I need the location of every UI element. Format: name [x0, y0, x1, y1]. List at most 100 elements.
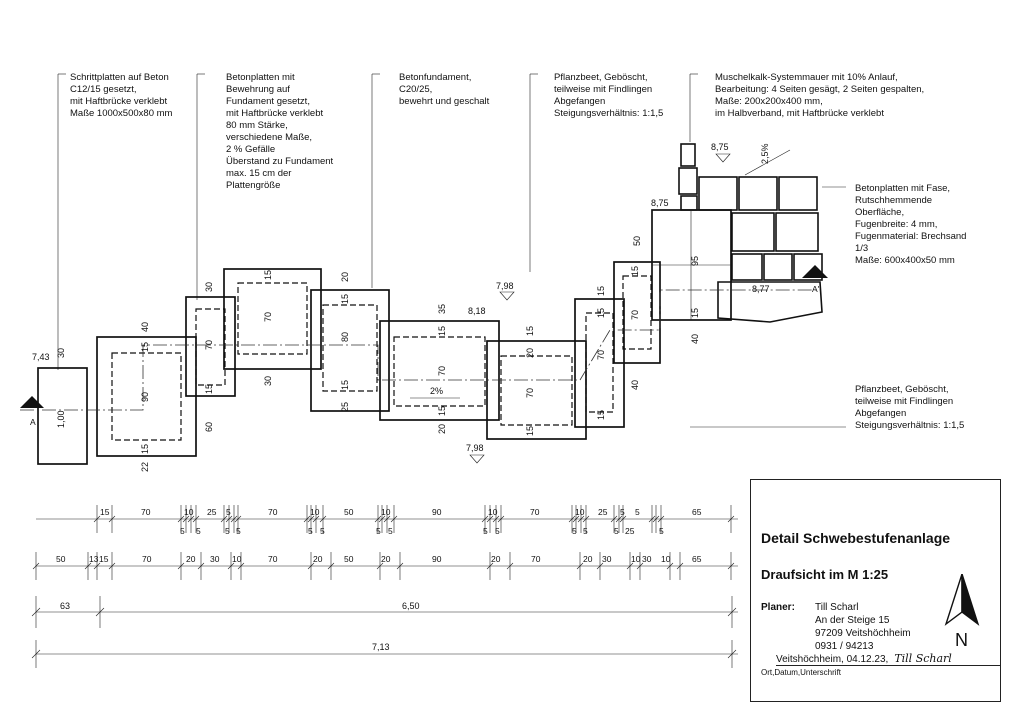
dim-chain-1-label-11: 10 — [310, 507, 320, 517]
dim-chain-1-label-14: 50 — [344, 507, 354, 517]
svg-text:Fundament gesetzt,: Fundament gesetzt, — [226, 96, 310, 107]
signature-caption: Ort,Datum,Unterschrift — [761, 668, 842, 677]
dim-chain-1-label-16: 5 — [376, 526, 381, 536]
svg-text:A: A — [30, 417, 36, 427]
signature-line — [776, 665, 1001, 666]
svg-text:max. 15 cm der: max. 15 cm der — [226, 168, 291, 179]
svg-text:Schrittplatten auf Beton: Schrittplatten auf Beton — [70, 72, 169, 83]
slab-4 — [310, 289, 390, 412]
svg-text:15: 15 — [596, 410, 606, 420]
dim-chain-1-label-23: 10 — [575, 507, 585, 517]
planer-street: An der Steige 15 — [815, 615, 890, 626]
svg-text:C20/25,: C20/25, — [399, 84, 432, 95]
svg-text:teilweise mit Findlingen: teilweise mit Findlingen — [855, 396, 953, 407]
dim-chain-2-label-10: 50 — [344, 554, 354, 564]
dim-chain-2-label-3: 15 — [99, 554, 109, 564]
dim-chain-2-label-13: 20 — [491, 554, 501, 564]
svg-text:15: 15 — [630, 266, 640, 276]
dim-chain-1-label-22: 70 — [530, 507, 540, 517]
svg-text:15: 15 — [140, 342, 150, 352]
svg-text:40: 40 — [630, 380, 640, 390]
dim-chain-2-label-16: 30 — [602, 554, 612, 564]
svg-text:15: 15 — [437, 406, 447, 416]
svg-text:im Halbverband, mit Haftbrücke: im Halbverband, mit Haftbrücke verklebt — [715, 108, 884, 119]
dim-chain-1-label-5: 5 — [196, 526, 201, 536]
platform-upper — [651, 209, 732, 321]
note-planting-bed-lower: Pflanzbeet, Geböscht, teilweise mit Find… — [855, 384, 964, 431]
dim-chain-1-label-28: 5 — [614, 526, 619, 536]
dim-chain-2-label-4: 70 — [142, 554, 152, 564]
slab-8 — [613, 261, 661, 364]
svg-text:Abgefangen: Abgefangen — [554, 96, 605, 107]
svg-text:25: 25 — [340, 402, 350, 412]
dim-chain-4: 7,13 — [31, 640, 738, 668]
dim-chain-2-label-6: 30 — [210, 554, 220, 564]
svg-text:verschiedene Maße,: verschiedene Maße, — [226, 132, 312, 143]
section-axis: A A' — [20, 265, 828, 427]
svg-text:mit Haftbrücke verklebt: mit Haftbrücke verklebt — [226, 108, 324, 119]
dim-chain-1-label-6: 25 — [207, 507, 217, 517]
dim-chain-1-label-29: 25 — [625, 526, 635, 536]
dim-chain-1-label-25: 5 — [583, 526, 588, 536]
slab-3 — [223, 268, 322, 370]
svg-text:15: 15 — [263, 270, 273, 280]
dim-chain-1-label-1: 15 — [100, 507, 110, 517]
dim-chain-2-label-15: 20 — [583, 554, 593, 564]
svg-text:7,43: 7,43 — [32, 352, 50, 362]
dim-chain-2-label-7: 10 — [232, 554, 242, 564]
svg-text:Plattengröße: Plattengröße — [226, 180, 280, 191]
svg-text:70: 70 — [204, 340, 214, 350]
svg-text:A': A' — [812, 284, 820, 294]
dim-chain-4-label: 7,13 — [372, 642, 390, 652]
note-step-plates: Schrittplatten auf Beton C12/15 gesetzt,… — [70, 72, 173, 119]
svg-text:15: 15 — [140, 444, 150, 454]
plan-dimensions: 30 1,00 40 15 90 15 22 30 70 15 60 15 70… — [56, 236, 700, 472]
svg-text:Maße: 600x400x50 mm: Maße: 600x400x50 mm — [855, 255, 955, 266]
dim-chain-2-label-5: 20 — [186, 554, 196, 564]
svg-text:7,98: 7,98 — [466, 443, 484, 453]
svg-text:20: 20 — [437, 424, 447, 434]
svg-text:Bewehrung auf: Bewehrung auf — [226, 84, 290, 95]
place-date: Veitshöchheim, 04.12.23, — [776, 654, 889, 665]
svg-text:15: 15 — [340, 380, 350, 390]
dim-chain-1-label-20: 5 — [483, 526, 488, 536]
svg-text:2%: 2% — [430, 386, 443, 396]
slab-2 — [185, 296, 236, 397]
dim-chain-1-label-15: 10 — [381, 507, 391, 517]
svg-text:15: 15 — [525, 426, 535, 436]
svg-text:Betonplatten mit: Betonplatten mit — [226, 72, 295, 83]
svg-text:80: 80 — [340, 332, 350, 342]
svg-text:1/3: 1/3 — [855, 243, 868, 254]
svg-text:22: 22 — [140, 462, 150, 472]
svg-text:Steigungsverhältnis: 1:1,5: Steigungsverhältnis: 1:1,5 — [554, 108, 663, 119]
svg-text:90: 90 — [140, 392, 150, 402]
slab-6 — [486, 340, 587, 440]
dim-chain-1-label-30: 5 — [635, 507, 640, 517]
svg-text:bewehrt und geschalt: bewehrt und geschalt — [399, 96, 490, 107]
dim-chain-2-label-14: 70 — [531, 554, 541, 564]
svg-text:2,5%: 2,5% — [760, 143, 770, 164]
svg-text:Fugenmaterial: Brechsand: Fugenmaterial: Brechsand — [855, 231, 966, 242]
dim-chain-2-label-2: 13 — [89, 554, 99, 564]
svg-text:Muschelkalk-Systemmauer mit 10: Muschelkalk-Systemmauer mit 10% Anlauf, — [715, 72, 898, 83]
svg-text:15: 15 — [596, 286, 606, 296]
svg-text:70: 70 — [263, 312, 273, 322]
svg-text:Abgefangen: Abgefangen — [855, 408, 906, 419]
note-leaders — [57, 73, 846, 428]
svg-text:Betonfundament,: Betonfundament, — [399, 72, 471, 83]
svg-text:Maße: 200x200x400 mm,: Maße: 200x200x400 mm, — [715, 96, 823, 107]
svg-text:40: 40 — [690, 334, 700, 344]
svg-text:70: 70 — [596, 350, 606, 360]
svg-text:Rutschhemmende: Rutschhemmende — [855, 195, 932, 206]
dim-chain-1-label-12: 5 — [308, 526, 313, 536]
dim-chain-2-label-18: 30 — [642, 554, 652, 564]
svg-text:15: 15 — [437, 326, 447, 336]
dim-chain-2-label-17: 10 — [631, 554, 641, 564]
svg-text:20: 20 — [525, 348, 535, 358]
svg-text:40: 40 — [140, 322, 150, 332]
svg-text:70: 70 — [630, 310, 640, 320]
dim-chain-1-label-32: 65 — [692, 507, 702, 517]
dim-chain-2-label-19: 10 — [661, 554, 671, 564]
